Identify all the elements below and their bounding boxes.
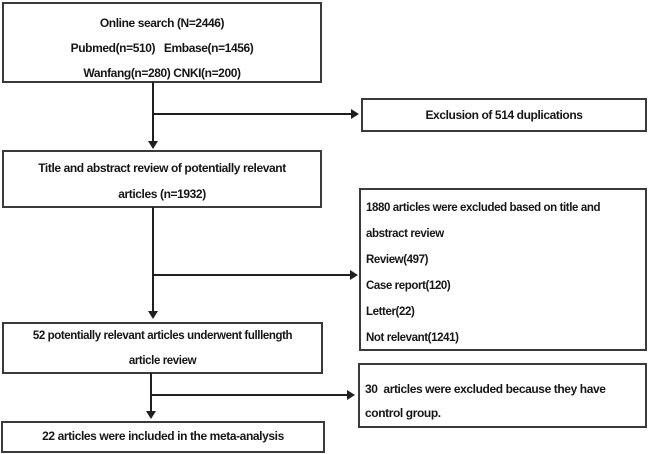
fulllength-line-1: 52 potentially relevant articles underwe… <box>32 330 293 342</box>
connector-to-excluded-title-abstract <box>153 274 351 276</box>
exclusion-duplications-line-1: Exclusion of 514 duplications <box>425 108 583 122</box>
fulllength-line-2: article review <box>128 355 197 367</box>
excluded-30-line-2: control group. <box>365 406 441 420</box>
excluded-1880-line-5: Letter(22) <box>366 306 415 318</box>
box-excluded-control-group: 30 articles were excluded because they h… <box>358 363 647 428</box>
connector-to-exclusion-duplications <box>153 113 352 115</box>
excluded-30-line-1: 30 articles were excluded because they h… <box>365 382 606 396</box>
arrowhead-down-included-icon <box>146 411 156 419</box>
arrowhead-down-titleabs-icon <box>148 141 158 149</box>
online-search-line-2: Pubmed(n=510) Embase(n=1456) <box>70 41 254 55</box>
box-excluded-title-abstract: 1880 articles were excluded based on tit… <box>359 188 647 351</box>
box-included-meta-analysis: 22 articles were included in the meta-an… <box>1 421 325 453</box>
box-online-search: Online search (N=2446) Pubmed(n=510) Emb… <box>2 2 322 83</box>
excluded-1880-line-2: abstract review <box>366 228 444 240</box>
online-search-line-3: Wanfang(n=280) CNKI(n=200) <box>83 66 241 80</box>
arrowhead-right-excluded-1880-icon <box>350 270 358 280</box>
arrowhead-right-excluded-30-icon <box>347 390 355 400</box>
connector-to-excluded-control-group <box>151 394 348 396</box>
excluded-1880-line-6: Not relevant(1241) <box>366 332 459 344</box>
arrowhead-right-exclusion-icon <box>351 109 359 119</box>
connector-fulllength-to-included <box>150 373 152 412</box>
excluded-1880-line-4: Case report(120) <box>366 280 451 292</box>
connector-online-to-titleabs <box>152 82 154 142</box>
box-exclusion-duplications: Exclusion of 514 duplications <box>361 98 647 132</box>
online-search-line-1: Online search (N=2446) <box>99 16 225 30</box>
arrowhead-down-fulllength-icon <box>148 311 158 319</box>
excluded-1880-line-3: Review(497) <box>366 254 429 266</box>
title-abstract-line-1: Title and abstract review of potentially… <box>38 161 286 175</box>
excluded-1880-line-1: 1880 articles were excluded based on tit… <box>366 202 601 214</box>
included-line-1: 22 articles were included in the meta-an… <box>42 429 284 443</box>
box-fulllength-review: 52 potentially relevant articles underwe… <box>2 322 323 374</box>
connector-titleabs-to-fulllength <box>152 207 154 312</box>
box-title-abstract-review: Title and abstract review of potentially… <box>2 150 322 208</box>
title-abstract-line-2: articles (n=1932) <box>118 187 206 201</box>
